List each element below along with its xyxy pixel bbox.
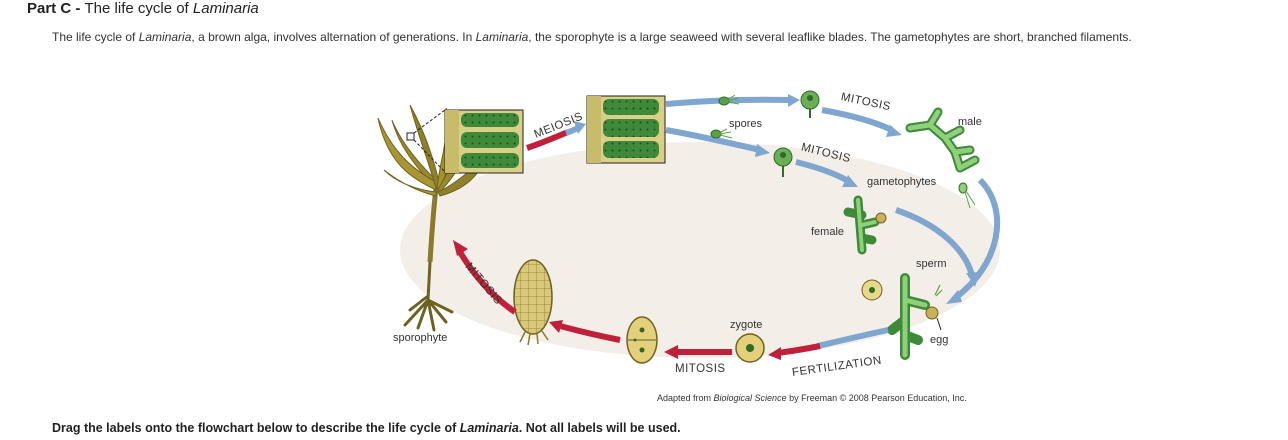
meiosis-arrow	[526, 121, 586, 151]
instruction-text: Drag the labels onto the flowchart below…	[52, 421, 681, 435]
intro-paragraph: The life cycle of Laminaria, a brown alg…	[52, 30, 1132, 44]
label-mitosis-top: MITOSIS	[840, 91, 892, 113]
title-species: Laminaria	[192, 0, 259, 17]
instruction-text-1: Drag the labels onto the flowchart below…	[52, 421, 460, 435]
credit-suffix: by Freeman © 2008 Pearson Education, Inc…	[787, 393, 967, 403]
tissue-magnified-2	[586, 95, 666, 164]
label-egg: egg	[930, 334, 948, 346]
instruction-text-2: . Not all labels will be used.	[518, 421, 681, 435]
credit-prefix: Adapted from	[657, 393, 714, 403]
spore-cells	[710, 94, 740, 139]
fertilization-arrow	[768, 327, 889, 360]
female-gametophyte	[843, 195, 887, 255]
label-gametophytes: gametophytes	[867, 176, 937, 188]
label-sperm: sperm	[916, 258, 947, 270]
mitosis-arrow-embryo	[549, 320, 621, 343]
instruction-species: Laminaria	[459, 421, 519, 435]
sperm-cell-released	[958, 182, 976, 209]
young-sporophyte	[513, 259, 553, 346]
page-title: Part C - The life cycle of Laminaria	[27, 0, 259, 17]
intro-text-3: , the sporophyte is a large seaweed with…	[528, 30, 1132, 44]
gametes-arrows	[895, 177, 1001, 304]
figure-credit: Adapted from Biological Science by Freem…	[657, 393, 967, 403]
mitosis-arrows-gametophytes	[795, 107, 902, 187]
label-male: male	[958, 116, 982, 128]
label-mitosis-bottom: MITOSIS	[675, 363, 726, 375]
label-female: female	[811, 226, 844, 238]
intro-species-2: Laminaria	[475, 30, 529, 44]
germinating-spores	[773, 90, 820, 177]
embryo-cells	[626, 316, 658, 364]
mitosis-arrow-left	[453, 240, 517, 315]
label-sporophyte: sporophyte	[393, 332, 447, 344]
intro-text-2: , a brown alga, involves alternation of …	[191, 30, 476, 44]
label-spores: spores	[729, 118, 763, 130]
label-fertilization: FERTILIZATION	[791, 355, 882, 379]
label-zygote: zygote	[730, 319, 762, 331]
credit-book: Biological Science	[714, 393, 787, 403]
intro-species-1: Laminaria	[138, 30, 192, 44]
intro-text-1: The life cycle of	[52, 30, 139, 44]
mitosis-arrow-bottom	[664, 345, 732, 359]
male-gametophyte	[905, 107, 980, 173]
part-label: Part C -	[27, 0, 85, 17]
zygote-cell	[735, 333, 765, 363]
fertilization-female	[861, 273, 943, 360]
title-prefix: The life cycle of	[84, 0, 193, 17]
tissue-magnified-1	[444, 109, 524, 174]
